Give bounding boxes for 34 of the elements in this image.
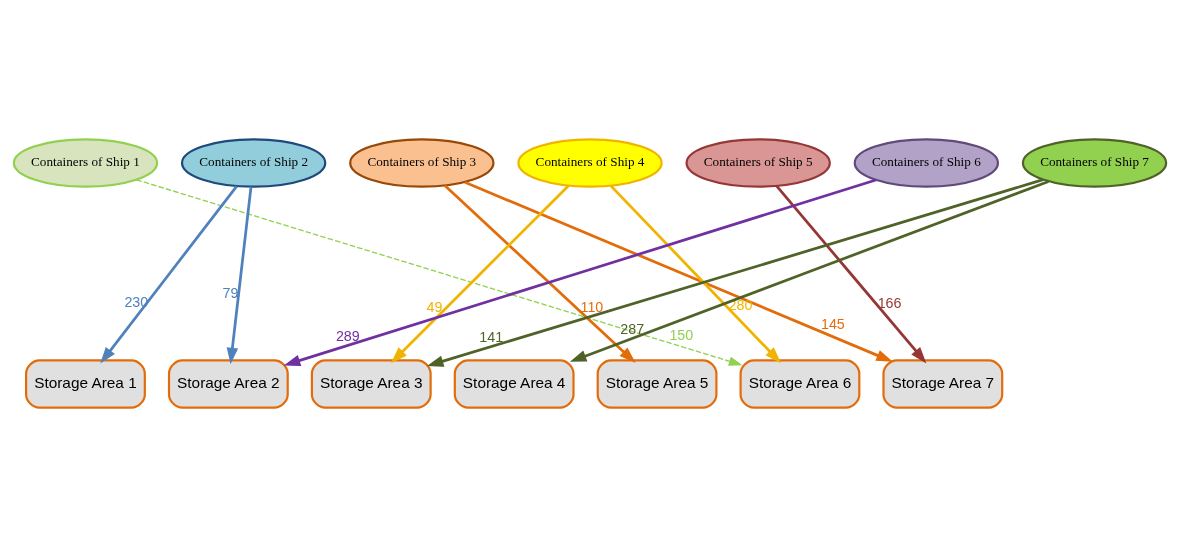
arrow: [569, 180, 1049, 362]
edge-label: 49: [426, 298, 443, 315]
arrow: [609, 184, 782, 364]
arrow: [464, 180, 893, 362]
edge-label: 145: [821, 316, 845, 333]
node-box: Storage Area 2: [167, 359, 289, 409]
node-box: Storage Area 4: [453, 359, 575, 409]
node-ellipse: Containers of Ship 4: [517, 138, 663, 188]
edge-label: 150: [669, 326, 694, 343]
node-box: Storage Area 6: [739, 359, 861, 409]
edge-label: 287: [620, 320, 645, 337]
edge-label: 141: [479, 328, 504, 345]
arrow: [390, 184, 570, 364]
node-ellipse: Containers of Ship 2: [180, 138, 327, 188]
arrow: [100, 185, 238, 364]
arrow: [426, 178, 1044, 367]
node-ellipse: Containers of Ship 5: [685, 138, 831, 188]
node-box: Storage Area 3: [310, 359, 432, 409]
node-ellipse: Containers of Ship 6: [853, 138, 1000, 188]
edge-label: 79: [222, 284, 239, 301]
arrow: [775, 185, 927, 364]
node-box: Storage Area 5: [596, 359, 718, 409]
arrow: [443, 184, 636, 363]
node-ellipse: Containers of Ship 3: [349, 138, 495, 188]
edge-label: 110: [580, 298, 604, 315]
node-box: Storage Area 1: [25, 359, 146, 409]
arrow: [135, 179, 743, 366]
edge-label: 166: [877, 294, 902, 311]
arrow: [283, 178, 877, 367]
edge-label: 289: [335, 327, 360, 344]
node-box: Storage Area 7: [882, 359, 1004, 409]
arrow: [226, 186, 253, 365]
node-ellipse: Containers of Ship 7: [1021, 138, 1168, 188]
node-ellipse: Containers of Ship 1: [12, 138, 159, 188]
